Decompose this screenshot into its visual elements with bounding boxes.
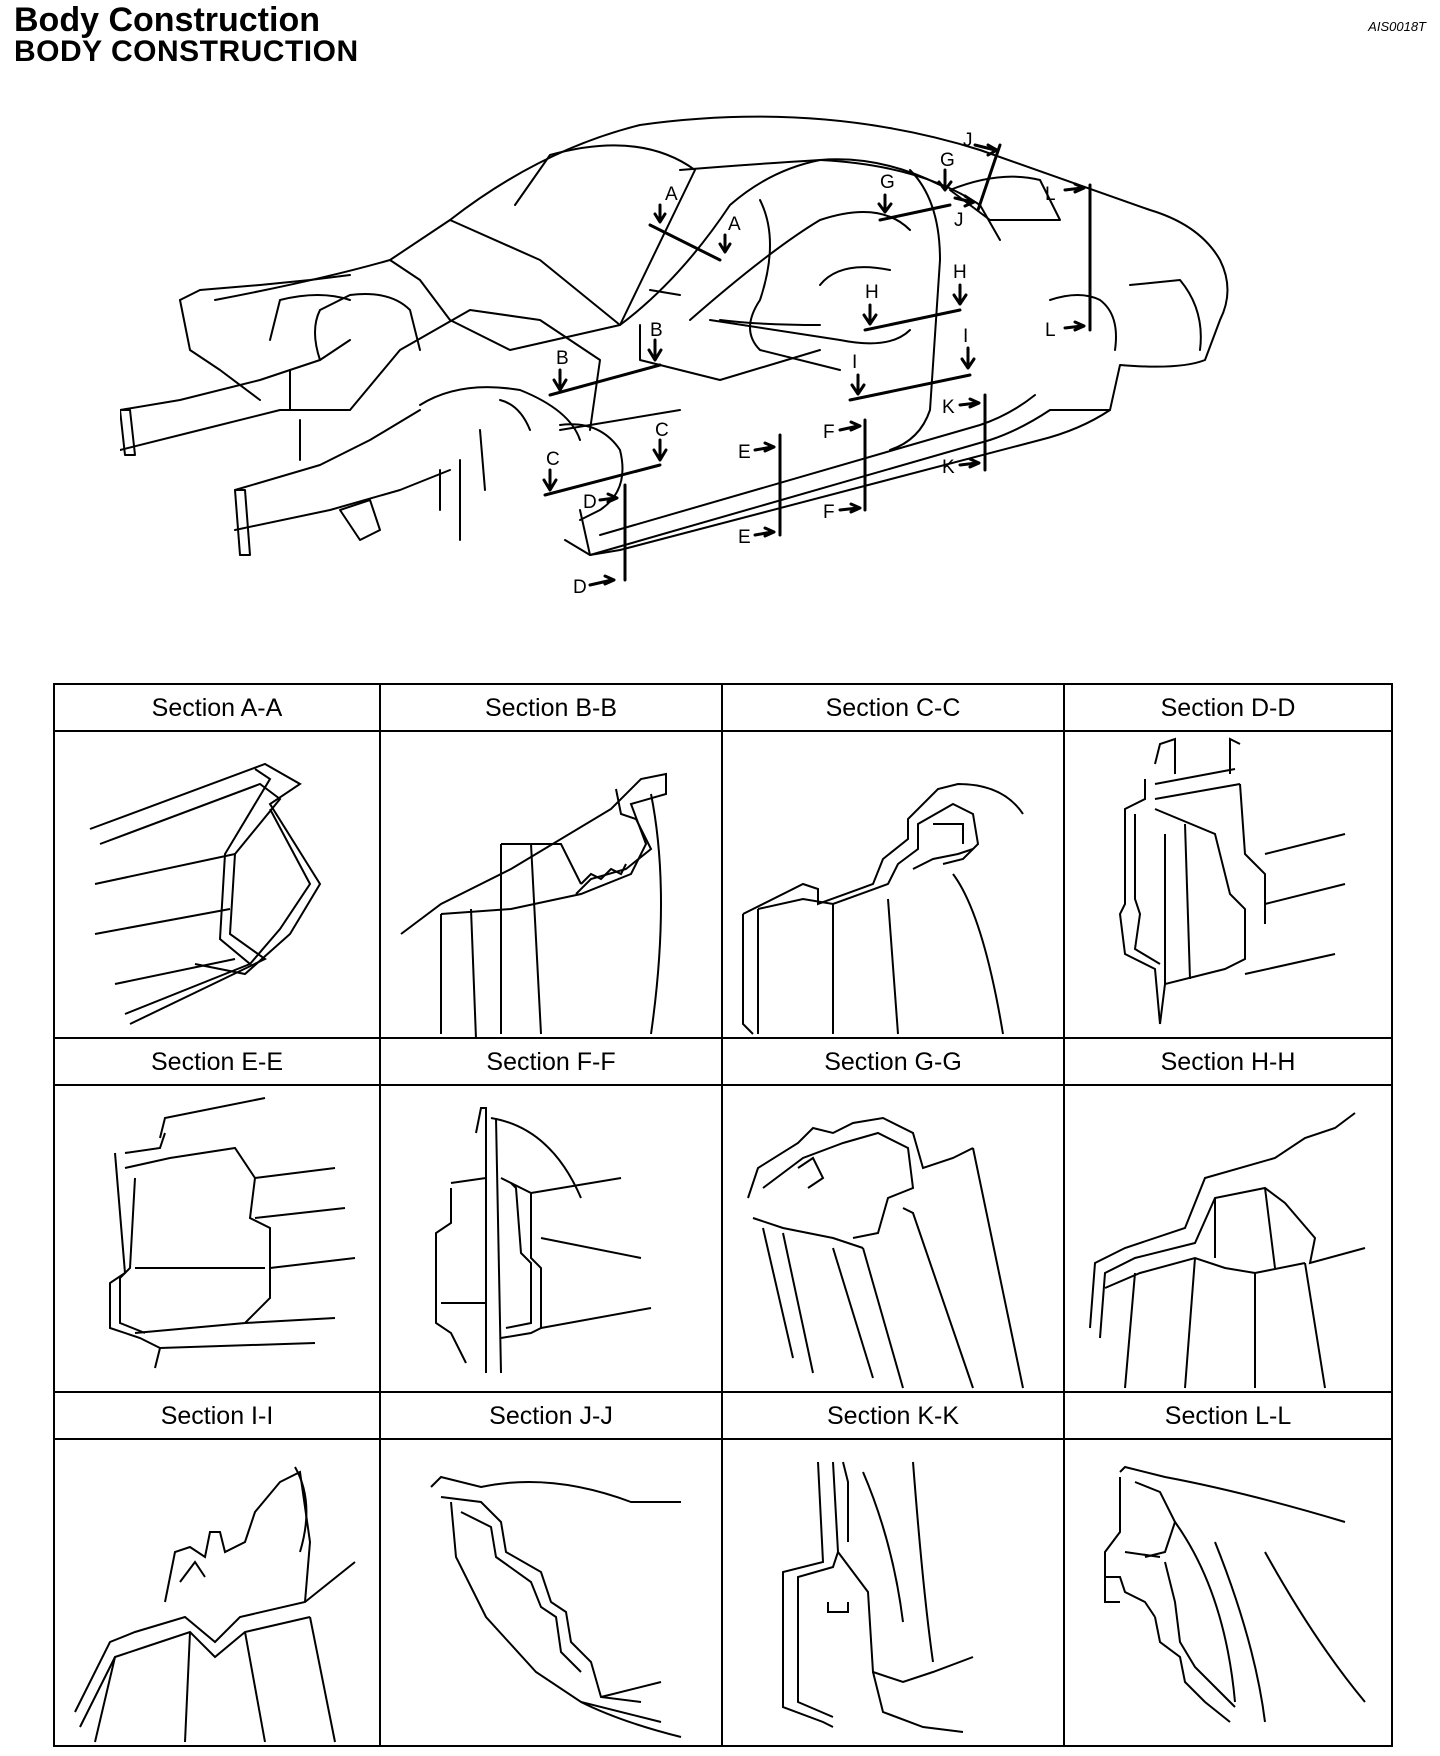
section-cell-a: Section A-A [55, 685, 381, 1039]
section-a-drawing [89, 762, 322, 1025]
section-j-drawing [430, 1475, 682, 1738]
section-f-drawing [435, 1107, 652, 1374]
section-cell-e: Section E-E [55, 1039, 381, 1393]
marker-label-j-2: J [954, 210, 964, 231]
section-e-drawing [109, 1097, 356, 1369]
section-h-drawing [1089, 1112, 1366, 1389]
marker-label-h-1: H [865, 282, 879, 303]
section-d-drawing [1118, 737, 1346, 1025]
section-l-drawing [1104, 1465, 1366, 1723]
marker-label-i-1: I [852, 352, 857, 373]
section-marker-labels: A A B B C C D D E E F F G G H H I I J J … [546, 130, 1056, 598]
section-title: Section F-F [381, 1039, 721, 1086]
section-c-drawing [742, 782, 1024, 1035]
marker-label-e-2: E [738, 527, 751, 548]
section-title: Section A-A [55, 685, 379, 732]
section-cell-d: Section D-D [1065, 685, 1391, 1039]
marker-label-a-2: A [728, 214, 741, 235]
section-title: Section G-G [723, 1039, 1063, 1086]
marker-label-f-1: F [823, 422, 835, 443]
marker-label-l-1: L [1045, 184, 1056, 205]
section-title: Section B-B [381, 685, 721, 732]
marker-label-j-1: J [963, 130, 973, 151]
section-k-drawing [782, 1461, 974, 1733]
marker-label-h-2: H [953, 262, 967, 283]
marker-label-l-2: L [1045, 320, 1056, 341]
section-title: Section E-E [55, 1039, 379, 1086]
body-overview-diagram: A A B B C C D D E E F F G G H H I I J J … [120, 115, 1229, 598]
car-body-outline [120, 115, 1229, 556]
section-grid: Section A-A Section B-B Section C-C [53, 683, 1393, 1747]
marker-label-g-2: G [940, 150, 955, 171]
marker-label-d-2: D [573, 577, 587, 598]
marker-label-f-2: F [823, 502, 835, 523]
section-cell-g: Section G-G [723, 1039, 1065, 1393]
section-title: Section L-L [1065, 1393, 1391, 1440]
section-title: Section C-C [723, 685, 1063, 732]
page-title: Body Construction [14, 1, 320, 39]
section-i-drawing [74, 1466, 356, 1743]
marker-label-c-2: C [655, 420, 669, 441]
marker-label-g-1: G [880, 172, 895, 193]
marker-label-i-2: I [963, 326, 968, 347]
section-g-drawing [747, 1116, 1024, 1389]
section-cell-i: Section I-I [55, 1393, 381, 1747]
section-cell-h: Section H-H [1065, 1039, 1391, 1393]
figure-code: AIS0018T [1368, 19, 1426, 34]
section-cell-f: Section F-F [381, 1039, 723, 1393]
section-cell-l: Section L-L [1065, 1393, 1391, 1747]
section-title: Section J-J [381, 1393, 721, 1440]
section-title: Section D-D [1065, 685, 1391, 732]
marker-label-b-2: B [650, 320, 663, 341]
marker-label-c-1: C [546, 449, 560, 470]
section-markers [542, 143, 1092, 587]
marker-label-k-2: K [942, 457, 955, 478]
marker-label-b-1: B [556, 348, 569, 369]
section-b-drawing [400, 772, 667, 1039]
section-cell-j: Section J-J [381, 1393, 723, 1747]
marker-label-d-1: D [583, 492, 597, 513]
marker-label-a-1: A [665, 184, 678, 205]
section-title: Section I-I [55, 1393, 379, 1440]
section-title: Section K-K [723, 1393, 1063, 1440]
marker-label-k-1: K [942, 397, 955, 418]
section-cell-c: Section C-C [723, 685, 1065, 1039]
section-cell-k: Section K-K [723, 1393, 1065, 1747]
marker-label-e-1: E [738, 442, 751, 463]
page-subtitle: BODY CONSTRUCTION [14, 35, 359, 68]
section-title: Section H-H [1065, 1039, 1391, 1086]
section-cell-b: Section B-B [381, 685, 723, 1039]
